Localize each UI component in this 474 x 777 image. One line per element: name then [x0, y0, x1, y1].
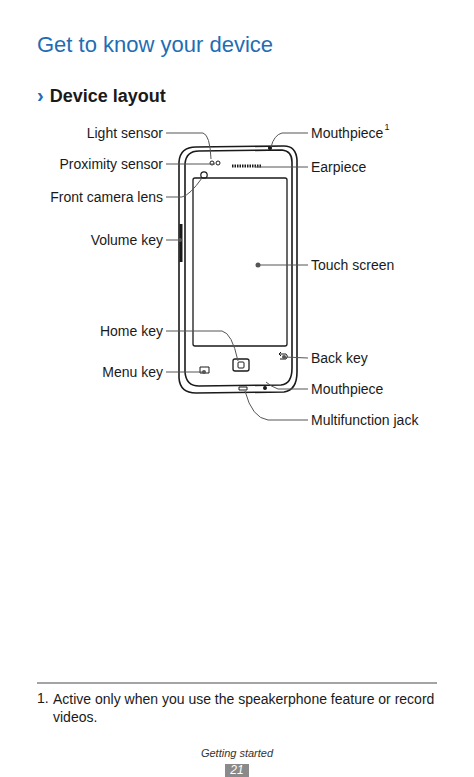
- part-label: Mouthpiece: [311, 381, 383, 397]
- page-title: Get to know your device: [37, 32, 273, 58]
- leader-line: [284, 357, 308, 358]
- part-label: Home key: [100, 323, 163, 339]
- back-key-shape: [279, 352, 288, 359]
- section-heading: Device layout: [50, 85, 166, 107]
- leader-line: [166, 164, 215, 165]
- touch-screen-outline: [193, 178, 287, 346]
- proximity-sensor-shape: [216, 161, 220, 165]
- phone-front: [185, 150, 292, 386]
- volume-key-shape: [180, 224, 183, 262]
- part-label: Earpiece: [311, 159, 366, 175]
- footnote-mark: 1: [384, 122, 389, 132]
- leader-line: [271, 133, 308, 147]
- footnote-rule: [37, 683, 437, 684]
- top-mouthpiece-hole: [269, 147, 272, 150]
- multifunction-jack-shape: [239, 387, 247, 390]
- part-label: Volume key: [91, 232, 163, 248]
- page-number: 21: [225, 764, 249, 777]
- section-chevron: ›: [37, 84, 44, 106]
- leader-dots: [178, 238, 286, 374]
- part-label: Proximity sensor: [60, 156, 163, 172]
- leader-line: [245, 391, 308, 420]
- page-footer: Getting started: [0, 747, 474, 760]
- bottom-mouthpiece-hole: [264, 387, 266, 389]
- part-label: Mouthpiece: [311, 125, 383, 141]
- leader-line: [166, 331, 238, 361]
- leader-line: [266, 382, 308, 389]
- part-label: Light sensor: [87, 125, 163, 141]
- leader-line: [166, 133, 211, 159]
- front-camera-shape: [201, 172, 207, 178]
- leader-line: [166, 178, 202, 197]
- home-key-inner: [238, 362, 244, 368]
- leader-line: [255, 167, 308, 168]
- leader-line: [258, 265, 308, 266]
- leader-line: [166, 372, 204, 373]
- home-key-shape: [233, 359, 249, 371]
- part-label: Back key: [311, 350, 368, 366]
- footnote-text: Active only when you use the speakerphon…: [53, 690, 438, 726]
- part-label: Multifunction jack: [311, 412, 418, 428]
- part-label: Front camera lens: [50, 189, 163, 205]
- phone-body: [179, 146, 297, 393]
- part-label: Menu key: [102, 364, 163, 380]
- leader-lines: [166, 133, 308, 420]
- leader-line: [166, 240, 180, 241]
- part-label: Touch screen: [311, 257, 394, 273]
- page-number-box: [225, 764, 249, 777]
- footnote-number: 1.: [37, 690, 49, 706]
